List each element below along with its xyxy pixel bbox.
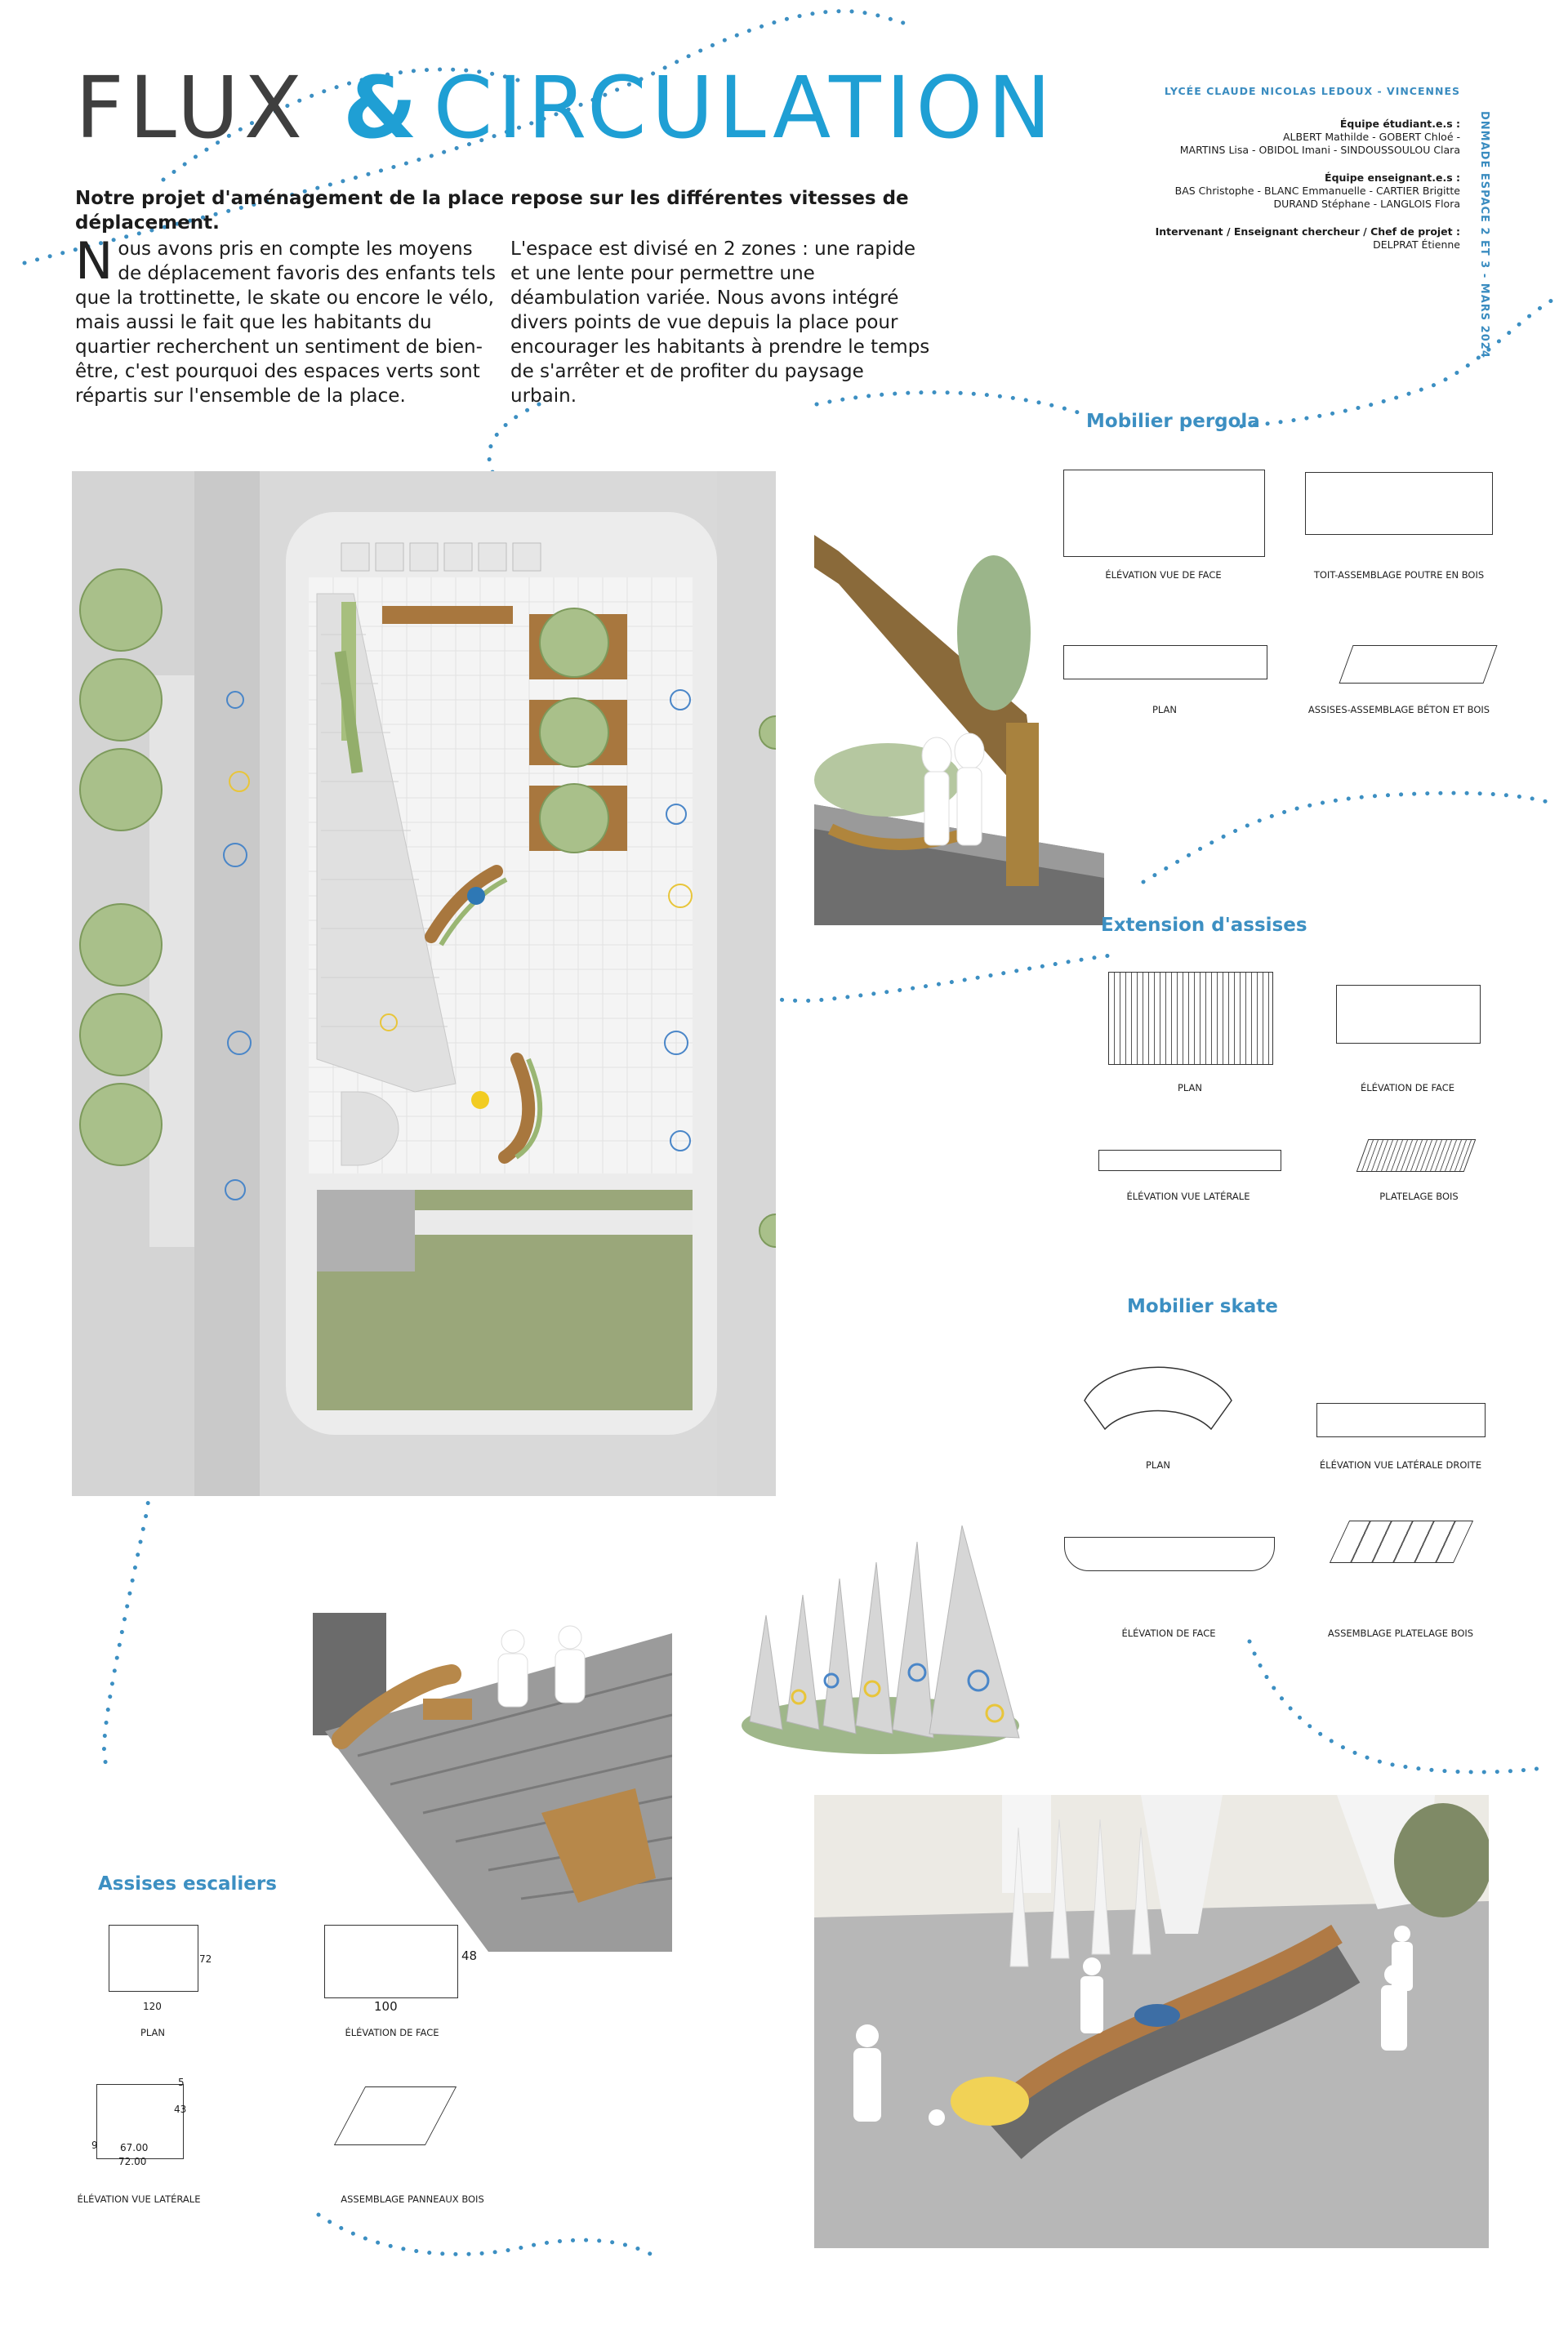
- extension-lateral-drawing: [1098, 1150, 1281, 1171]
- stair-face-dim-h: 48: [461, 1948, 478, 1963]
- heading-extension-assises: Extension d'assises: [1101, 915, 1307, 936]
- stair-lateral-drawing: [96, 2084, 184, 2159]
- skate-deck-drawing: [1329, 1521, 1474, 1563]
- stair-lat-dim-w1: 67.00: [120, 2142, 149, 2153]
- site-master-plan: [72, 471, 776, 1496]
- intro-column-2: L'espace est divisé en 2 zones : une rap…: [510, 238, 930, 407]
- pergola-elevation-face-drawing: [1063, 470, 1265, 557]
- stair-plan-drawing: [109, 1925, 198, 1992]
- heading-mobilier-skate: Mobilier skate: [1127, 1296, 1278, 1317]
- extension-plan-drawing: [1108, 972, 1273, 1065]
- teachers-line-1: BAS Christophe - BLANC Emmanuelle - CART…: [1174, 185, 1460, 197]
- title-flux: FLUX: [75, 58, 307, 158]
- skate-lateral-drawing: [1316, 1403, 1486, 1437]
- lead-heading: Intervenant / Enseignant chercheur / Che…: [1155, 225, 1460, 238]
- intro-text-1: ous avons pris en compte les moyens de d…: [75, 238, 496, 407]
- stair-plan-dim-h: 72: [199, 1953, 212, 1965]
- stair-plan-dim-w: 120: [143, 2001, 162, 2012]
- vertical-course-label: DNMADE ESPACE 2 ET 3 - MARS 2024: [1478, 111, 1498, 358]
- skate-caption-1: PLAN: [1145, 1459, 1171, 1471]
- extension-caption-1: PLAN: [1177, 1082, 1203, 1093]
- heading-mobilier-pergola: Mobilier pergola: [1086, 411, 1260, 432]
- teachers-heading: Équipe enseignant.e.s :: [1325, 171, 1460, 184]
- skate-caption-2: ÉLÉVATION VUE LATÉRALE DROITE: [1319, 1459, 1482, 1471]
- extension-caption-3: ÉLÉVATION VUE LATÉRALE: [1126, 1191, 1250, 1202]
- plan-drawing: [72, 471, 776, 1496]
- stair-panel-assembly-drawing: [333, 2086, 457, 2145]
- pergola-caption-2: TOIT-ASSEMBLAGE POUTRE EN BOIS: [1313, 569, 1485, 581]
- pergola-plan-drawing: [1063, 645, 1267, 679]
- skate-elevation-face-drawing: [1064, 1537, 1275, 1571]
- drop-cap: N: [75, 231, 114, 291]
- stair-face-dim-w: 100: [374, 1999, 398, 2014]
- triangle-sculptures-render: [742, 1525, 1020, 1754]
- stair-lat-dim-w2: 72.00: [118, 2156, 147, 2167]
- plaza-perspective-render: [814, 1795, 1489, 2248]
- stair-lat-dim-small: 9: [91, 2140, 98, 2151]
- title-circulation: CIRCULATION: [433, 58, 1057, 158]
- stair-seating-render: [313, 1613, 672, 1952]
- lead-name: DELPRAT Étienne: [1373, 238, 1460, 251]
- pergola-caption-3: PLAN: [1152, 704, 1178, 715]
- credits-block: LYCÉE CLAUDE NICOLAS LEDOUX - VINCENNES …: [1117, 85, 1460, 252]
- stair-caption-1: PLAN: [140, 2027, 166, 2038]
- extension-deck-drawing: [1356, 1139, 1477, 1172]
- students-line-1: ALBERT Mathilde - GOBERT Chloé -: [1283, 131, 1460, 143]
- stair-lat-dim-top: 5: [178, 2077, 185, 2088]
- school-name: LYCÉE CLAUDE NICOLAS LEDOUX - VINCENNES: [1164, 85, 1460, 97]
- stair-caption-2: ÉLÉVATION DE FACE: [345, 2027, 439, 2038]
- students-line-2: MARTINS Lisa - OBIDOL Imani - SINDOUSSOU…: [1179, 144, 1460, 156]
- stair-caption-3: ÉLÉVATION VUE LATÉRALE: [77, 2193, 201, 2205]
- pergola-caption-4: ASSISES-ASSEMBLAGE BÉTON ET BOIS: [1307, 704, 1490, 715]
- students-heading: Équipe étudiant.e.s :: [1339, 118, 1460, 130]
- stair-caption-4: ASSEMBLAGE PANNEAUX BOIS: [341, 2193, 484, 2205]
- heading-assises-escaliers: Assises escaliers: [98, 1873, 277, 1895]
- title-ampersand: &: [342, 58, 417, 158]
- stair-lat-dim-h: 43: [174, 2104, 187, 2115]
- pergola-render: [814, 535, 1104, 925]
- vertical-course-text: DNMADE ESPACE 2 ET 3 - MARS 2024: [1478, 111, 1490, 358]
- pergola-roof-drawing: [1305, 472, 1493, 535]
- pergola-caption-1: ÉLÉVATION VUE DE FACE: [1105, 569, 1222, 581]
- lead-statement: Notre projet d'aménagement de la place r…: [75, 188, 909, 234]
- page-title: FLUX&CIRCULATION: [75, 59, 1056, 157]
- skate-caption-4: ASSEMBLAGE PLATELAGE BOIS: [1327, 1628, 1474, 1639]
- extension-caption-4: PLATELAGE BOIS: [1379, 1191, 1459, 1202]
- extension-caption-2: ÉLÉVATION DE FACE: [1360, 1082, 1455, 1093]
- skate-plan-drawing: [1084, 1366, 1232, 1431]
- skate-caption-3: ÉLÉVATION DE FACE: [1121, 1628, 1216, 1639]
- extension-elevation-face-drawing: [1336, 985, 1481, 1044]
- stair-face-drawing: [324, 1925, 458, 1998]
- pergola-assembly-drawing: [1339, 645, 1498, 684]
- teachers-line-2: DURAND Stéphane - LANGLOIS Flora: [1273, 198, 1460, 210]
